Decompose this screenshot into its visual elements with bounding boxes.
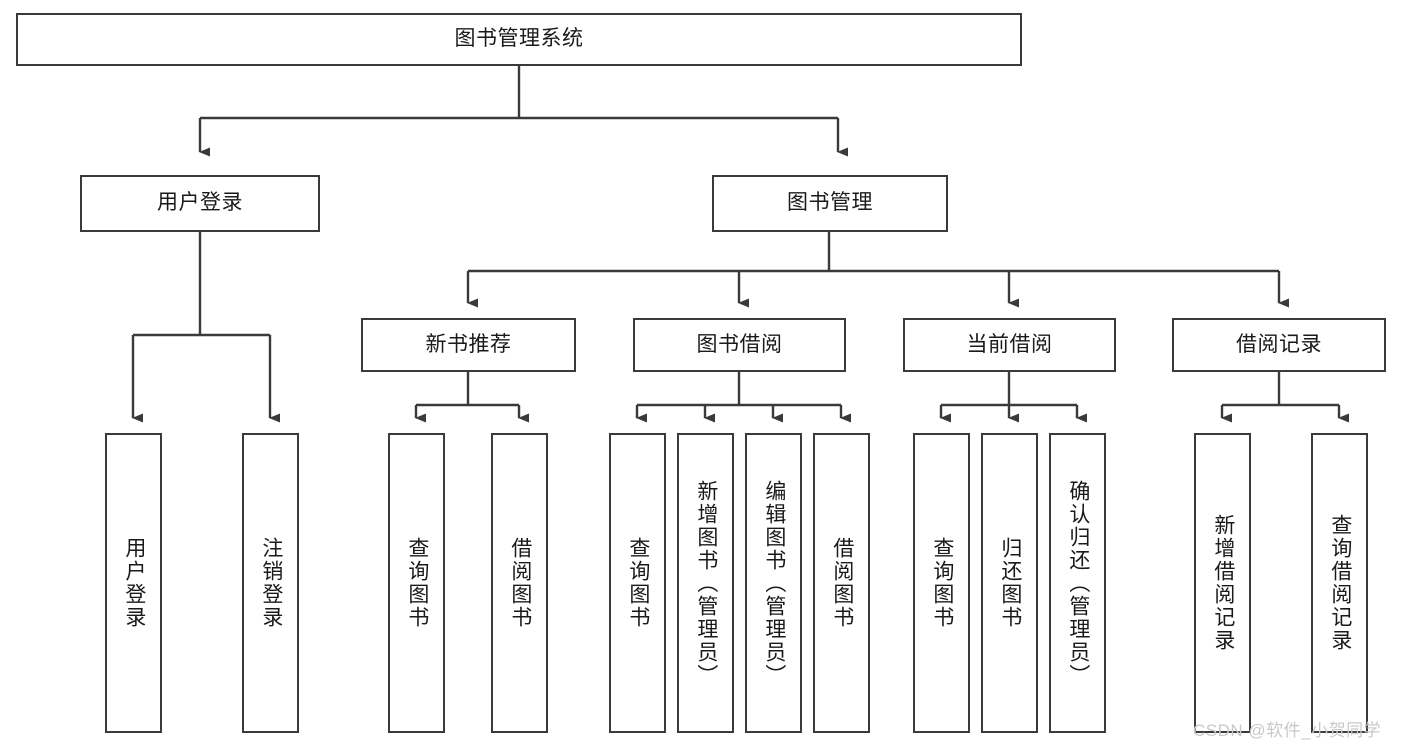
node-borrow-records[interactable]: 借阅记录 (1172, 318, 1386, 372)
node-leaf-query-book-2[interactable]: 查询图书 (609, 433, 666, 733)
node-leaf-edit-book-admin[interactable]: 编辑图书（管理员） (745, 433, 802, 733)
node-new-book-recommend-label: 新书推荐 (425, 332, 512, 356)
node-leaf-add-book-admin[interactable]: 新增图书（管理员） (677, 433, 734, 733)
node-book-borrow[interactable]: 图书借阅 (633, 318, 846, 372)
node-current-borrow-label: 当前借阅 (966, 332, 1053, 356)
node-leaf-query-borrow-record[interactable]: 查询借阅记录 (1311, 433, 1368, 733)
node-leaf-query-book-3[interactable]: 查询图书 (913, 433, 970, 733)
node-leaf-query-book-1[interactable]: 查询图书 (388, 433, 445, 733)
node-leaf-return-book[interactable]: 归还图书 (981, 433, 1038, 733)
node-book-borrow-label: 图书借阅 (696, 332, 783, 356)
node-leaf-add-borrow-record[interactable]: 新增借阅记录 (1194, 433, 1251, 733)
node-user-login-label: 用户登录 (157, 191, 243, 215)
node-book-management-label: 图书管理 (787, 191, 873, 215)
node-root[interactable]: 图书管理系统 (16, 13, 1022, 66)
node-leaf-borrow-book-1[interactable]: 借阅图书 (491, 433, 548, 733)
node-leaf-return-book-label: 归还图书 (998, 537, 1022, 629)
node-leaf-user-login-label: 用户登录 (122, 537, 146, 629)
node-leaf-query-book-3-label: 查询图书 (930, 537, 954, 629)
node-leaf-confirm-return-admin[interactable]: 确认归还（管理员） (1049, 433, 1106, 733)
node-leaf-add-borrow-record-label: 新增借阅记录 (1211, 514, 1235, 652)
node-leaf-confirm-return-admin-label: 确认归还（管理员） (1066, 479, 1090, 687)
node-leaf-query-book-2-label: 查询图书 (626, 537, 650, 629)
watermark: CSDN @软件_小贺同学 (1193, 721, 1382, 740)
node-leaf-logout-label: 注销登录 (259, 537, 283, 629)
node-root-label: 图书管理系统 (454, 27, 584, 51)
node-leaf-user-login[interactable]: 用户登录 (105, 433, 162, 733)
node-leaf-borrow-book-2-label: 借阅图书 (830, 537, 854, 629)
node-leaf-edit-book-admin-label: 编辑图书（管理员） (762, 479, 786, 687)
node-leaf-add-book-admin-label: 新增图书（管理员） (694, 479, 718, 687)
node-book-management[interactable]: 图书管理 (712, 175, 948, 232)
node-leaf-logout[interactable]: 注销登录 (242, 433, 299, 733)
node-leaf-query-book-1-label: 查询图书 (405, 537, 429, 629)
node-user-login[interactable]: 用户登录 (80, 175, 320, 232)
node-new-book-recommend[interactable]: 新书推荐 (361, 318, 576, 372)
node-borrow-records-label: 借阅记录 (1236, 332, 1322, 356)
node-leaf-query-borrow-record-label: 查询借阅记录 (1328, 514, 1352, 652)
node-leaf-borrow-book-1-label: 借阅图书 (508, 537, 532, 629)
node-current-borrow[interactable]: 当前借阅 (903, 318, 1116, 372)
node-leaf-borrow-book-2[interactable]: 借阅图书 (813, 433, 870, 733)
